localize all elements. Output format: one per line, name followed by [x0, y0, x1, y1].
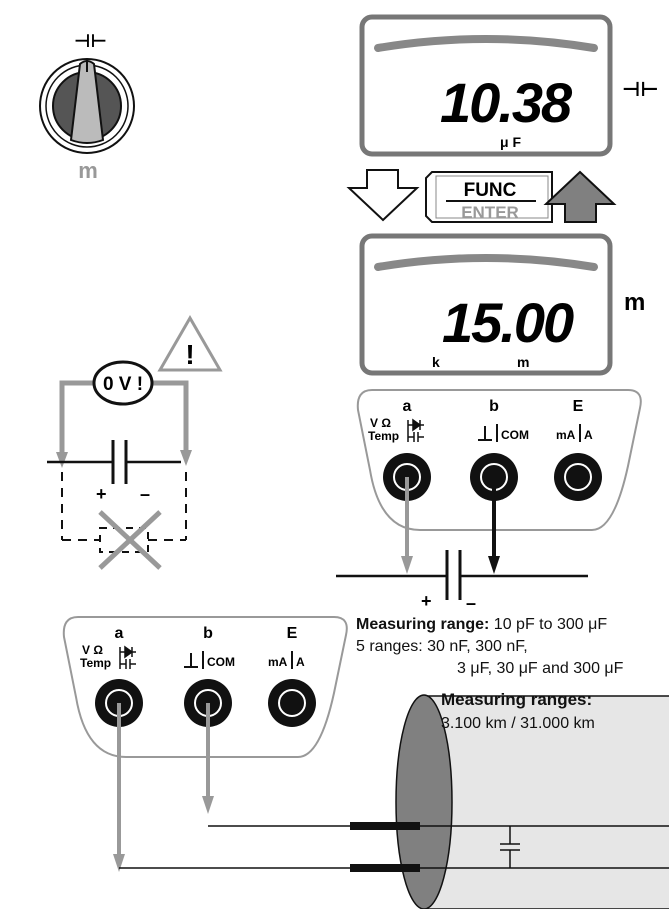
socket-a-sub-bottom: Temp	[368, 429, 399, 443]
measuring-ranges-values: 3.100 km / 31.000 km	[441, 715, 595, 732]
warning-triangle-icon: !	[157, 314, 223, 372]
socket-e-label: E	[573, 398, 584, 415]
arrow-up-icon	[543, 170, 617, 223]
jack-e[interactable]	[268, 679, 316, 727]
socket-a-sub-top: V Ω	[82, 643, 103, 657]
socket-a-sub-top: V Ω	[370, 416, 391, 430]
circuit-minus: –	[466, 593, 476, 613]
display-top-unit: μ F	[500, 134, 521, 150]
enter-label: ENTER	[461, 203, 519, 222]
switch-label: m	[78, 158, 98, 183]
measuring-range-title: Measuring range:	[356, 616, 490, 633]
measuring-ranges-title: Measuring ranges:	[441, 690, 593, 709]
socket-panel-1: a b E V Ω Temp COM mA A	[356, 389, 642, 531]
socket-b-sub: COM	[207, 655, 235, 669]
capacitor-symbol-icon: ⊣⊢	[74, 31, 107, 52]
display-top: 10.38 μ F	[359, 14, 613, 157]
zero-volt-badge	[92, 360, 154, 406]
switch-pointer-icon	[69, 60, 105, 144]
ground-icon	[478, 424, 498, 442]
display-bottom-prefix-left: k	[432, 354, 440, 370]
circuit-plus: +	[421, 591, 432, 611]
socket-panel-2: a b E V Ω Temp COM mA A	[62, 616, 348, 758]
arrow-down-icon	[346, 169, 420, 222]
socket-e-label: E	[287, 625, 298, 642]
capacitor-mode-icon: ⊣⊢	[622, 77, 659, 101]
schematic-plus: +	[96, 484, 107, 504]
socket-b-label: b	[489, 398, 499, 415]
socket-a-label: a	[403, 398, 412, 415]
socket-a-sub-bottom: Temp	[80, 656, 111, 670]
socket-e-sub-left: mA	[556, 428, 576, 442]
cable	[119, 694, 669, 909]
cable-capacitance-icon	[500, 826, 520, 868]
jack-e[interactable]	[554, 453, 602, 501]
func-label: FUNC	[464, 180, 517, 201]
measuring-range-value: 10 pF to 300 μF	[489, 616, 608, 633]
socket-a-label: a	[115, 625, 124, 642]
display-top-value: 10.38	[440, 71, 573, 134]
cable-end	[395, 694, 453, 909]
socket-e-sub-left: mA	[268, 655, 288, 669]
display-bottom-prefix-right: m	[517, 354, 529, 370]
warning-schematic: 0 V ! + –	[47, 360, 192, 570]
rotary-switch[interactable]: ⊣⊢ m	[39, 31, 135, 183]
length-mode-label: m	[624, 289, 645, 316]
diode-capacitor-icon	[119, 645, 136, 669]
ground-icon	[184, 651, 204, 669]
socket-b-label: b	[203, 625, 213, 642]
svg-text:!: !	[185, 339, 194, 370]
measuring-range-line: Measuring range: 10 pF to 300 μF	[356, 616, 607, 634]
display-bottom: 15.00 k m	[359, 233, 613, 376]
cable-leads	[113, 703, 214, 872]
ranges-line-1: 5 ranges: 30 nF, 300 nF,	[356, 638, 528, 655]
socket-e-sub-right: A	[584, 428, 593, 442]
socket-b-sub: COM	[501, 428, 529, 442]
diode-capacitor-icon	[407, 418, 424, 442]
func-enter-button[interactable]: FUNC ENTER	[425, 171, 553, 223]
schematic-minus: –	[140, 484, 150, 504]
cross-out-icon	[98, 510, 162, 570]
socket-e-sub-right: A	[296, 655, 305, 669]
display-bottom-value: 15.00	[442, 291, 574, 354]
ranges-line-2: 3 μF, 30 μF and 300 μF	[457, 660, 624, 677]
capacitor-circuit: + –	[336, 477, 588, 613]
zero-volt-label: 0 V !	[103, 374, 143, 395]
